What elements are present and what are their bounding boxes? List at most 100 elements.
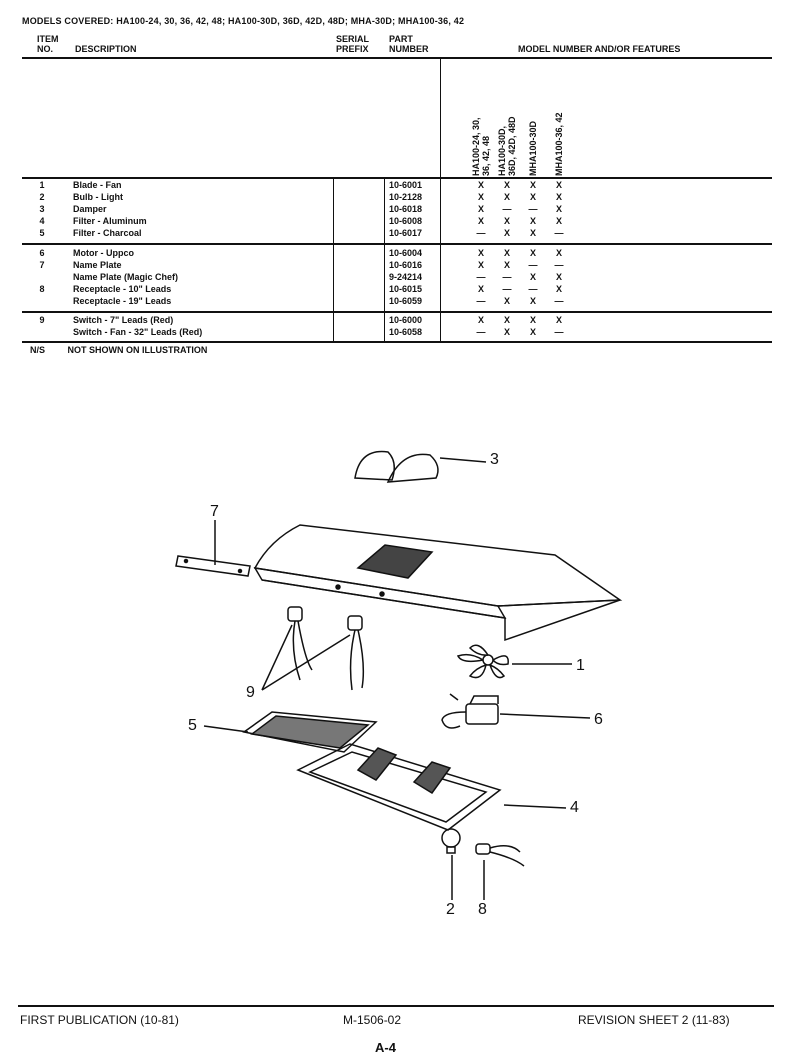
part-number: 10-6004 [389, 248, 423, 258]
col-serial-header: SERIAL PREFIX [336, 34, 369, 54]
model-mark: X [555, 272, 562, 282]
model-col-2: MHA100-30D [528, 121, 538, 176]
model-mark: — [554, 327, 564, 337]
receptacle-part [475, 843, 525, 900]
model-mark: X [529, 272, 536, 282]
item-no: 9 [39, 315, 45, 325]
group-rule-2 [22, 311, 772, 313]
model-mark: X [555, 192, 562, 202]
fan-blade-part [456, 644, 572, 679]
model-mark: X [503, 327, 510, 337]
item-desc: Filter - Aluminum [73, 216, 147, 226]
model-mark: — [554, 228, 564, 238]
item-desc: Receptacle - 19" Leads [73, 296, 172, 306]
item-no: 4 [39, 216, 45, 226]
part-number: 10-6058 [389, 327, 423, 337]
item-desc: Damper [73, 204, 107, 214]
model-mark: X [529, 216, 536, 226]
part-number: 10-6008 [389, 216, 423, 226]
table-row: Receptacle - 19" Leads 10-6059 — X X — [0, 295, 800, 307]
col-part-l1: PART [389, 34, 413, 44]
table-row: 8 Receptacle - 10" Leads 10-6015 X — — X [0, 283, 800, 295]
model-mark: X [477, 260, 484, 270]
callout-2: 2 [446, 901, 455, 918]
model-col-3-l1: MHA100-36, 42 [554, 112, 564, 176]
model-mark: X [503, 180, 510, 190]
part-number: 10-6001 [389, 180, 423, 190]
col-part-header: PART NUMBER [389, 34, 429, 54]
aluminum-filter-part [296, 743, 567, 831]
model-mark: — [476, 327, 486, 337]
callout-3: 3 [490, 451, 499, 468]
model-mark: X [503, 315, 510, 325]
model-mark: — [502, 204, 512, 214]
model-mark: X [555, 180, 562, 190]
table-row: 7 Name Plate 10-6016 X X — — [0, 259, 800, 271]
model-mark: X [477, 192, 484, 202]
item-no: 2 [39, 192, 45, 202]
table-top-rule [22, 57, 772, 59]
model-mark: X [529, 327, 536, 337]
table-row: Switch - Fan - 32" Leads (Red) 10-6058 —… [0, 326, 800, 338]
col-item-l2: NO. [37, 44, 54, 54]
part-number: 10-6059 [389, 296, 423, 306]
part-number: 9-24214 [389, 272, 423, 282]
model-mark: X [555, 216, 562, 226]
col-item-l1: ITEM [37, 34, 59, 44]
group-rule-1 [22, 243, 772, 245]
item-desc: Receptacle - 10" Leads [73, 284, 172, 294]
model-mark: X [529, 248, 536, 258]
model-mark: X [477, 216, 484, 226]
item-desc: Motor - Uppco [73, 248, 134, 258]
callout-7: 7 [210, 503, 219, 520]
name-plate-part [175, 520, 251, 577]
not-shown-note: N/S NOT SHOWN ON ILLUSTRATION [30, 345, 207, 355]
revision-sheet: REVISION SHEET 2 (11-83) [578, 1013, 730, 1027]
model-mark: — [528, 284, 538, 294]
model-mark: X [555, 204, 562, 214]
item-no: 5 [39, 228, 45, 238]
model-mark: — [476, 296, 486, 306]
model-mark: X [503, 216, 510, 226]
model-mark: — [502, 284, 512, 294]
page-number: A-4 [375, 1040, 396, 1055]
header-bottom-rule [22, 177, 772, 179]
publication-number: M-1506-02 [343, 1013, 402, 1027]
model-mark: X [477, 180, 484, 190]
col-part-l2: NUMBER [389, 44, 429, 54]
model-mark: X [555, 248, 562, 258]
model-mark: X [477, 284, 484, 294]
models-covered: MODELS COVERED: HA100-24, 30, 36, 42, 48… [22, 16, 465, 26]
col-item-header: ITEM NO. [37, 34, 59, 54]
item-no: 8 [39, 284, 45, 294]
model-mark: — [476, 228, 486, 238]
footer-rule [18, 1005, 774, 1007]
callout-9: 9 [246, 684, 255, 701]
part-number: 10-6015 [389, 284, 423, 294]
model-mark: X [503, 260, 510, 270]
model-mark: X [555, 315, 562, 325]
col-serial-l2: PREFIX [336, 44, 369, 54]
ns-text: NOT SHOWN ON ILLUSTRATION [67, 345, 208, 355]
item-desc: Name Plate [73, 260, 122, 270]
model-mark: X [477, 248, 484, 258]
model-col-1-l2: 36D, 42D, 48D [507, 116, 517, 176]
model-col-2-l1: MHA100-30D [528, 120, 538, 176]
exploded-parts-diagram: 3 7 9 1 [175, 450, 623, 918]
motor-part [441, 693, 591, 729]
ns-code: N/S [30, 345, 46, 355]
first-publication: FIRST PUBLICATION (10-81) [20, 1013, 179, 1027]
col-model-header: MODEL NUMBER AND/OR FEATURES [518, 44, 681, 54]
model-mark: — [528, 260, 538, 270]
part-col-right [440, 57, 441, 341]
part-number: 10-6018 [389, 204, 423, 214]
table-row: 9 Switch - 7" Leads (Red) 10-6000 X X X … [0, 314, 800, 326]
part-number: 10-2128 [389, 192, 423, 202]
model-mark: — [502, 272, 512, 282]
item-no: 1 [39, 180, 45, 190]
model-mark: — [554, 296, 564, 306]
callout-1: 1 [576, 657, 585, 674]
model-mark: X [529, 192, 536, 202]
model-mark: X [529, 296, 536, 306]
model-mark: X [477, 204, 484, 214]
